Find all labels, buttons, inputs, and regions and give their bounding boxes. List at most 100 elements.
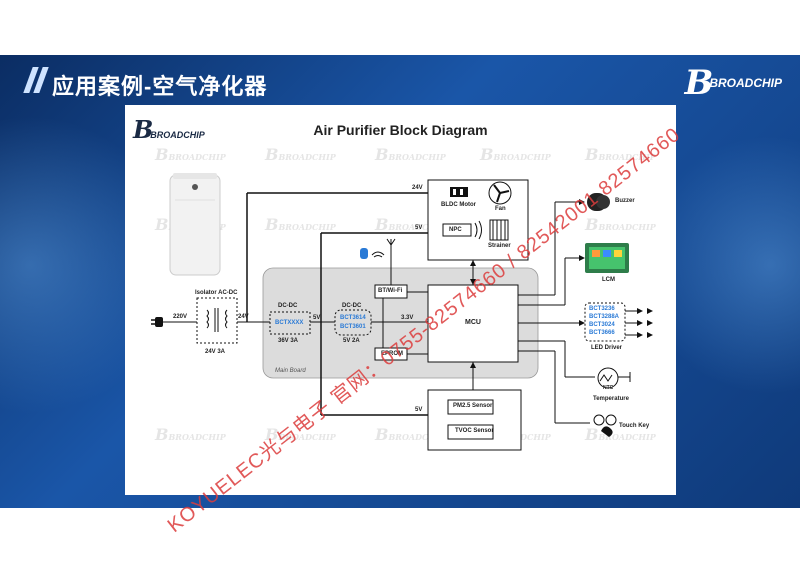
watermark-text: BROADCHIP [168, 432, 226, 442]
watermark-text: BROADCHIP [278, 222, 336, 232]
dcdc2-out: 3.3V [401, 315, 414, 321]
isolator-title: Isolator AC-DC [195, 290, 238, 296]
watermark: BBROADCHIP [155, 145, 226, 164]
watermark-mark: B [265, 215, 279, 234]
tvoc-sensor-box [447, 424, 494, 440]
antenna-icon [386, 238, 396, 246]
watermark: BBROADCHIP [155, 425, 226, 444]
touch-key-icon [593, 414, 617, 437]
panel-logo-mark: B [133, 115, 154, 144]
dcdc2-part-2: BCT3601 [340, 324, 366, 330]
watermark-mark: B [155, 425, 169, 444]
dcdc1-box [269, 311, 311, 335]
air-purifier-image [169, 173, 221, 276]
ntc-thermistor-icon [597, 367, 631, 389]
bus-24v-label: 24V [238, 314, 249, 320]
watermark: BBROADCHIP [375, 215, 446, 234]
led-part-3: BCT3024 [589, 322, 615, 328]
watermark-text: BROADCHIP [493, 152, 551, 162]
led-array-icon [625, 308, 653, 338]
buzzer-label: Buzzer [615, 198, 635, 204]
dcdc2-title: DC-DC [342, 303, 362, 309]
strainer-label: Strainer [488, 243, 511, 249]
main-board-label: Main Board [275, 368, 306, 374]
npc-label: NPC [449, 227, 462, 233]
led-part-4: BCT3666 [589, 330, 615, 336]
watermark-text: BROADCHIP [388, 222, 446, 232]
sensor-block-box [427, 389, 522, 451]
watermark: BBROADCHIP [585, 145, 656, 164]
dcdc1-rating: 36V 3A [278, 338, 299, 344]
watermark-text: BROADCHIP [388, 152, 446, 162]
eprom-label: EPROM [381, 351, 404, 357]
wifi-label: BT/Wi-Fi [378, 288, 403, 294]
led-driver-box [584, 302, 626, 342]
pm25-sensor-box [447, 399, 494, 415]
watermark: BBROADCHIP [585, 425, 656, 444]
watermark-mark: B [375, 215, 389, 234]
watermark-mark: B [480, 145, 494, 164]
diagram-title: Air Purifier Block Diagram [313, 122, 488, 138]
ac-plug-icon [151, 317, 163, 327]
dcdc2-box [334, 309, 372, 336]
mcu-label: MCU [465, 319, 481, 326]
watermark-mark: B [155, 215, 169, 234]
buzzer-icon [587, 193, 610, 211]
watermark: BBROADCHIP [265, 425, 336, 444]
watermark-mark: B [585, 145, 599, 164]
lcm-label: LCM [602, 277, 615, 283]
panel-logo: BBROADCHIP [133, 115, 205, 144]
isolator-block [196, 297, 238, 344]
npc-box [442, 223, 472, 237]
watermark: BBROADCHIP [480, 145, 551, 164]
panel-logo-text: BROADCHIP [150, 130, 205, 140]
motor-voltage-label: 24V [412, 185, 423, 191]
watermark: BBROADCHIP [265, 215, 336, 234]
strainer-icon [489, 219, 509, 241]
watermark-mark: B [585, 425, 599, 444]
watermark: BBROADCHIP [585, 215, 656, 234]
watermark-mark: B [375, 425, 389, 444]
watermark-text: BROADCHIP [598, 152, 656, 162]
dcdc2-rating: 5V 2A [343, 338, 360, 344]
watermark-text: BROADCHIP [278, 432, 336, 442]
watermark: BBROADCHIP [375, 145, 446, 164]
watermark-mark: B [375, 145, 389, 164]
watermark-text: BROADCHIP [168, 152, 226, 162]
watermark: BBROADCHIP [375, 425, 446, 444]
watermark-text: BROADCHIP [493, 432, 551, 442]
mcu-box [427, 284, 519, 363]
watermark: BBROADCHIP [265, 145, 336, 164]
dcdc1-title: DC-DC [278, 303, 298, 309]
watermark-text: BROADCHIP [598, 432, 656, 442]
dcdc1-out: 5V [313, 315, 321, 321]
pm25-sensor-label: PM2.5 Sensor [453, 403, 493, 409]
brand-logo: BBROADCHIP [685, 63, 782, 103]
watermark-mark: B [585, 215, 599, 234]
watermark-mark: B [155, 145, 169, 164]
watermark-mark: B [265, 145, 279, 164]
npc-voltage-label: 5V [415, 225, 423, 231]
fan-label: Fan [495, 206, 506, 212]
isolator-rating: 24V 3A [205, 349, 226, 355]
touch-key-label: Touch Key [619, 423, 650, 429]
sensor-voltage-label: 5V [415, 407, 423, 413]
led-part-2: BCT3288A [589, 314, 620, 320]
led-part-1: BCT3236 [589, 306, 615, 312]
tvoc-sensor-label: TVOC Sensor [455, 428, 494, 434]
input-voltage-label: 220V [173, 314, 188, 320]
fan-icon [488, 181, 512, 205]
lcm-display-icon [585, 243, 629, 273]
watermark-mark: B [265, 425, 279, 444]
diagram-panel: BBROADCHIP BBROADCHIP BBROADCHIP BBROADC… [125, 105, 676, 495]
dcdc1-part: BCTXXXX [275, 320, 304, 326]
watermark-text: BROADCHIP [388, 432, 446, 442]
brand-logo-text: BROADCHIP [709, 76, 782, 90]
motor-label: BLDC Motor [441, 202, 476, 208]
temperature-label: Temperature [593, 396, 629, 402]
slide-title: 应用案例-空气净化器 [52, 74, 268, 99]
brand-logo-mark: B [684, 63, 714, 103]
block-diagram-svg [151, 173, 653, 451]
wifi-icon [371, 251, 385, 258]
bluetooth-icon [360, 248, 368, 259]
